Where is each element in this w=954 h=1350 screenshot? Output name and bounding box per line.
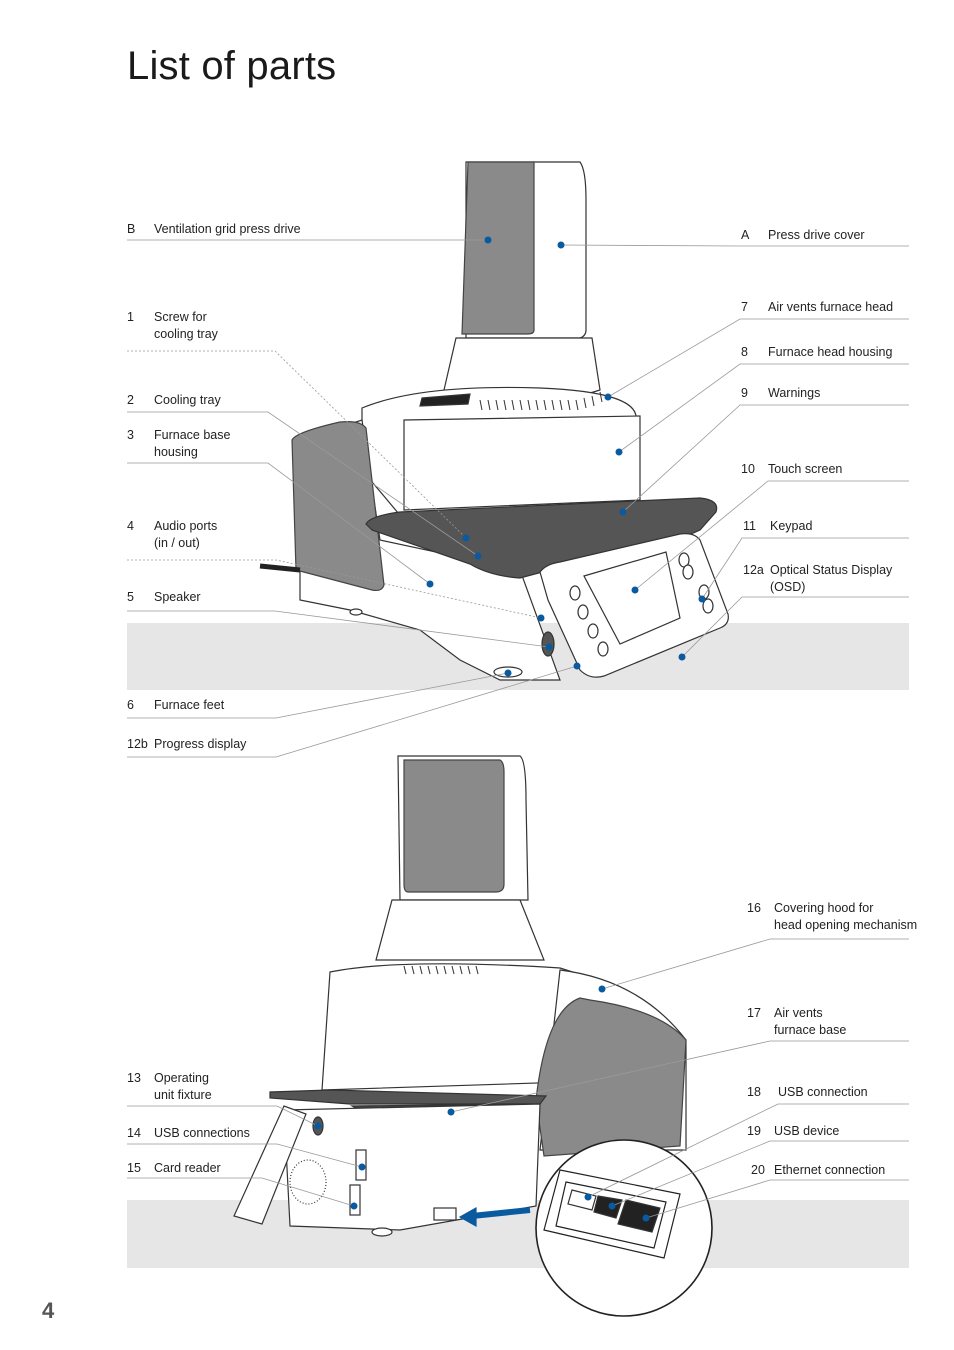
page-number: 4 bbox=[42, 1298, 55, 1323]
page-title: List of parts bbox=[127, 44, 337, 88]
callout-dots-bottom bbox=[314, 985, 650, 1222]
furnace-front-view bbox=[259, 161, 729, 681]
leader-lines-bottom bbox=[127, 938, 909, 1219]
furnace-rear-view bbox=[233, 755, 713, 1317]
callout-dots-top bbox=[426, 236, 706, 677]
leader-lines-top bbox=[127, 239, 909, 758]
